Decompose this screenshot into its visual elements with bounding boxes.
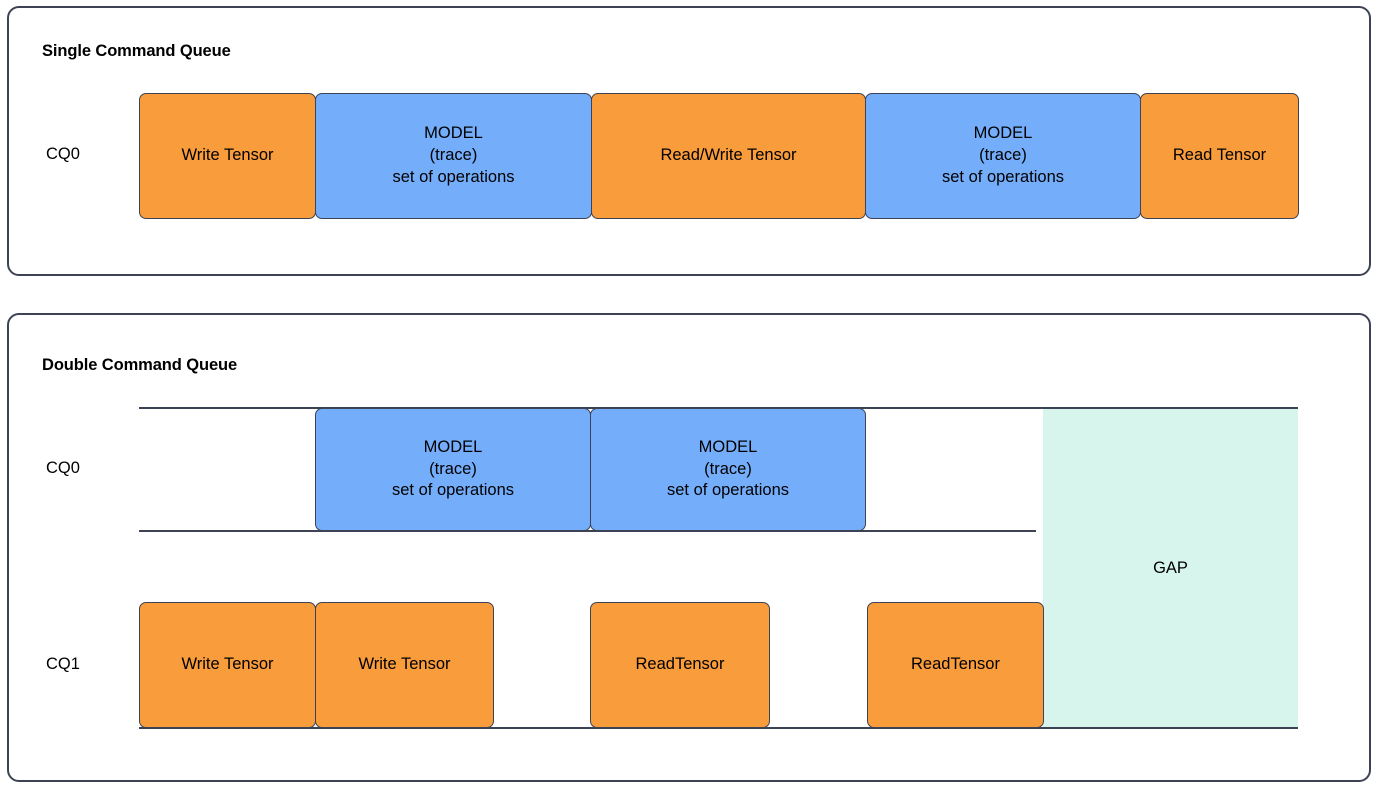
- single-cq0-block-write-tensor[interactable]: Write Tensor: [139, 93, 316, 219]
- double-command-queue-title: Double Command Queue: [42, 356, 238, 374]
- double-cq1-block-read-tensor-2[interactable]: ReadTensor: [867, 602, 1044, 728]
- cq1-timeline-bottom-rail: [139, 727, 1298, 729]
- cq1-row-label-double: CQ1: [46, 655, 80, 673]
- single-cq0-block-model-trace-1[interactable]: MODEL (trace) set of operations: [315, 93, 592, 219]
- double-cq1-block-write-tensor-1[interactable]: Write Tensor: [139, 602, 316, 728]
- double-cq0-block-model-trace-2[interactable]: MODEL (trace) set of operations: [590, 408, 866, 531]
- single-cq0-block-model-trace-2[interactable]: MODEL (trace) set of operations: [865, 93, 1141, 219]
- cq0-row-label-single: CQ0: [46, 145, 80, 163]
- single-cq0-block-read-tensor[interactable]: Read Tensor: [1140, 93, 1299, 219]
- double-cq1-block-read-tensor-1[interactable]: ReadTensor: [590, 602, 770, 728]
- double-cq1-block-write-tensor-2[interactable]: Write Tensor: [315, 602, 494, 728]
- cq0-timeline-bottom-rail: [139, 530, 1036, 532]
- double-cq0-block-model-trace-1[interactable]: MODEL (trace) set of operations: [315, 408, 591, 531]
- single-command-queue-title: Single Command Queue: [42, 42, 231, 60]
- single-cq0-block-read-write-tensor[interactable]: Read/Write Tensor: [591, 93, 866, 219]
- gap-block[interactable]: GAP: [1043, 409, 1298, 727]
- cq0-row-label-double: CQ0: [46, 459, 80, 477]
